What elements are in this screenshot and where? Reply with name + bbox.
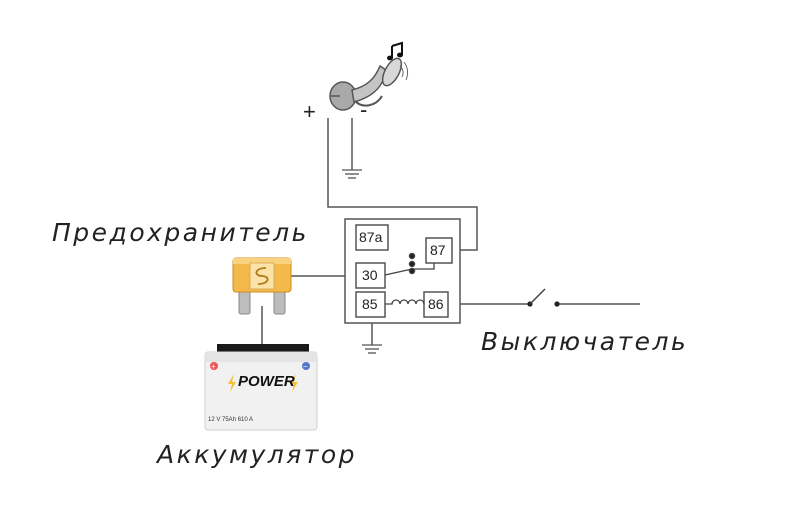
horn-minus-label: - (360, 97, 367, 122)
pin-30: 30 (362, 267, 378, 283)
fuse-icon (232, 257, 292, 315)
horn-plus-label: + (303, 99, 316, 124)
pin-87a: 87a (359, 229, 383, 245)
fuse-caption: Предохранитель (52, 218, 309, 247)
horn-icon (329, 57, 403, 111)
battery-minus-terminal: − (303, 362, 308, 371)
switch-icon (527, 288, 560, 307)
battery-plus-terminal: + (211, 362, 216, 371)
musical-arcs (399, 61, 409, 81)
battery-caption: Аккумулятор (157, 440, 357, 469)
relay-contact-icon (384, 252, 435, 276)
pin-85: 85 (362, 296, 378, 312)
battery-icon: + − POWER 12 V 75Ah 610 A (204, 344, 318, 431)
horn-ground-icon (342, 169, 362, 179)
relay-coil-icon (385, 299, 425, 305)
relay-ground-icon (362, 344, 382, 354)
battery-spec: 12 V 75Ah 610 A (208, 417, 253, 423)
music-note-icon (387, 41, 403, 61)
relay: 87a 87 30 85 86 (344, 218, 461, 324)
switch-caption: Выключатель (481, 327, 689, 356)
battery-brand: POWER (238, 373, 295, 390)
pin-86: 86 (428, 296, 444, 312)
pin-87: 87 (430, 242, 446, 258)
